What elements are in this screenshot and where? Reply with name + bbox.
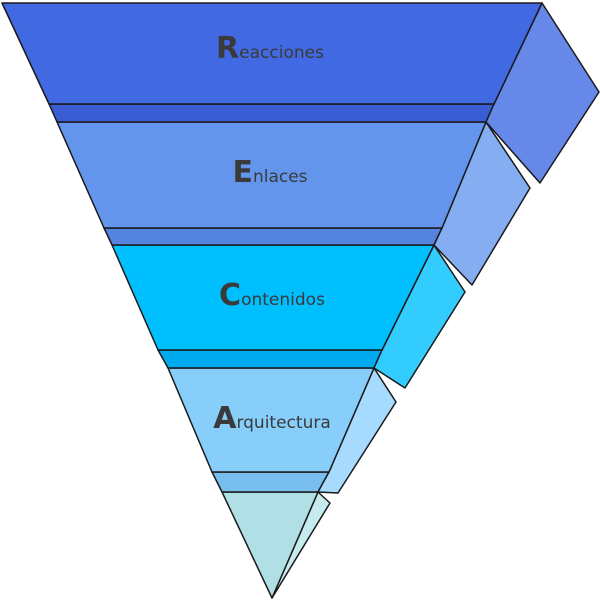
layer-contenidos-bottom-edge — [157, 349, 383, 369]
layer-reacciones-initial: R — [216, 31, 239, 66]
layer-contenidos-rest: ontenidos — [241, 290, 325, 310]
layer-enlaces-bottom-edge — [103, 227, 443, 246]
layer-contenidos-initial: C — [219, 278, 241, 313]
layer-arquitectura-label: Arquitectura — [213, 401, 331, 436]
pyramid-tip — [221, 491, 331, 599]
layer-reacciones-bottom-edge — [48, 103, 495, 123]
layer-reacciones-front-face — [1, 2, 543, 105]
layer-enlaces-label: Enlaces — [232, 155, 307, 190]
layer-contenidos-label: Contenidos — [219, 278, 325, 313]
pyramid-layer-reacciones: Reacciones — [1, 2, 600, 184]
layer-arquitectura-initial: A — [213, 401, 237, 436]
layer-enlaces-initial: E — [232, 155, 253, 190]
pyramid-layer-enlaces: Enlaces — [56, 121, 531, 286]
layer-reacciones-label: Reacciones — [216, 31, 324, 66]
pyramid-layer-contenidos: Contenidos — [111, 244, 466, 389]
layer-enlaces-rest: nlaces — [253, 167, 308, 187]
layer-arquitectura-rest: rquitectura — [236, 413, 330, 433]
layer-reacciones-rest: eacciones — [239, 43, 324, 63]
layer-arquitectura-bottom-edge — [211, 471, 330, 493]
pyramid-layer-arquitectura: Arquitectura — [167, 367, 397, 494]
